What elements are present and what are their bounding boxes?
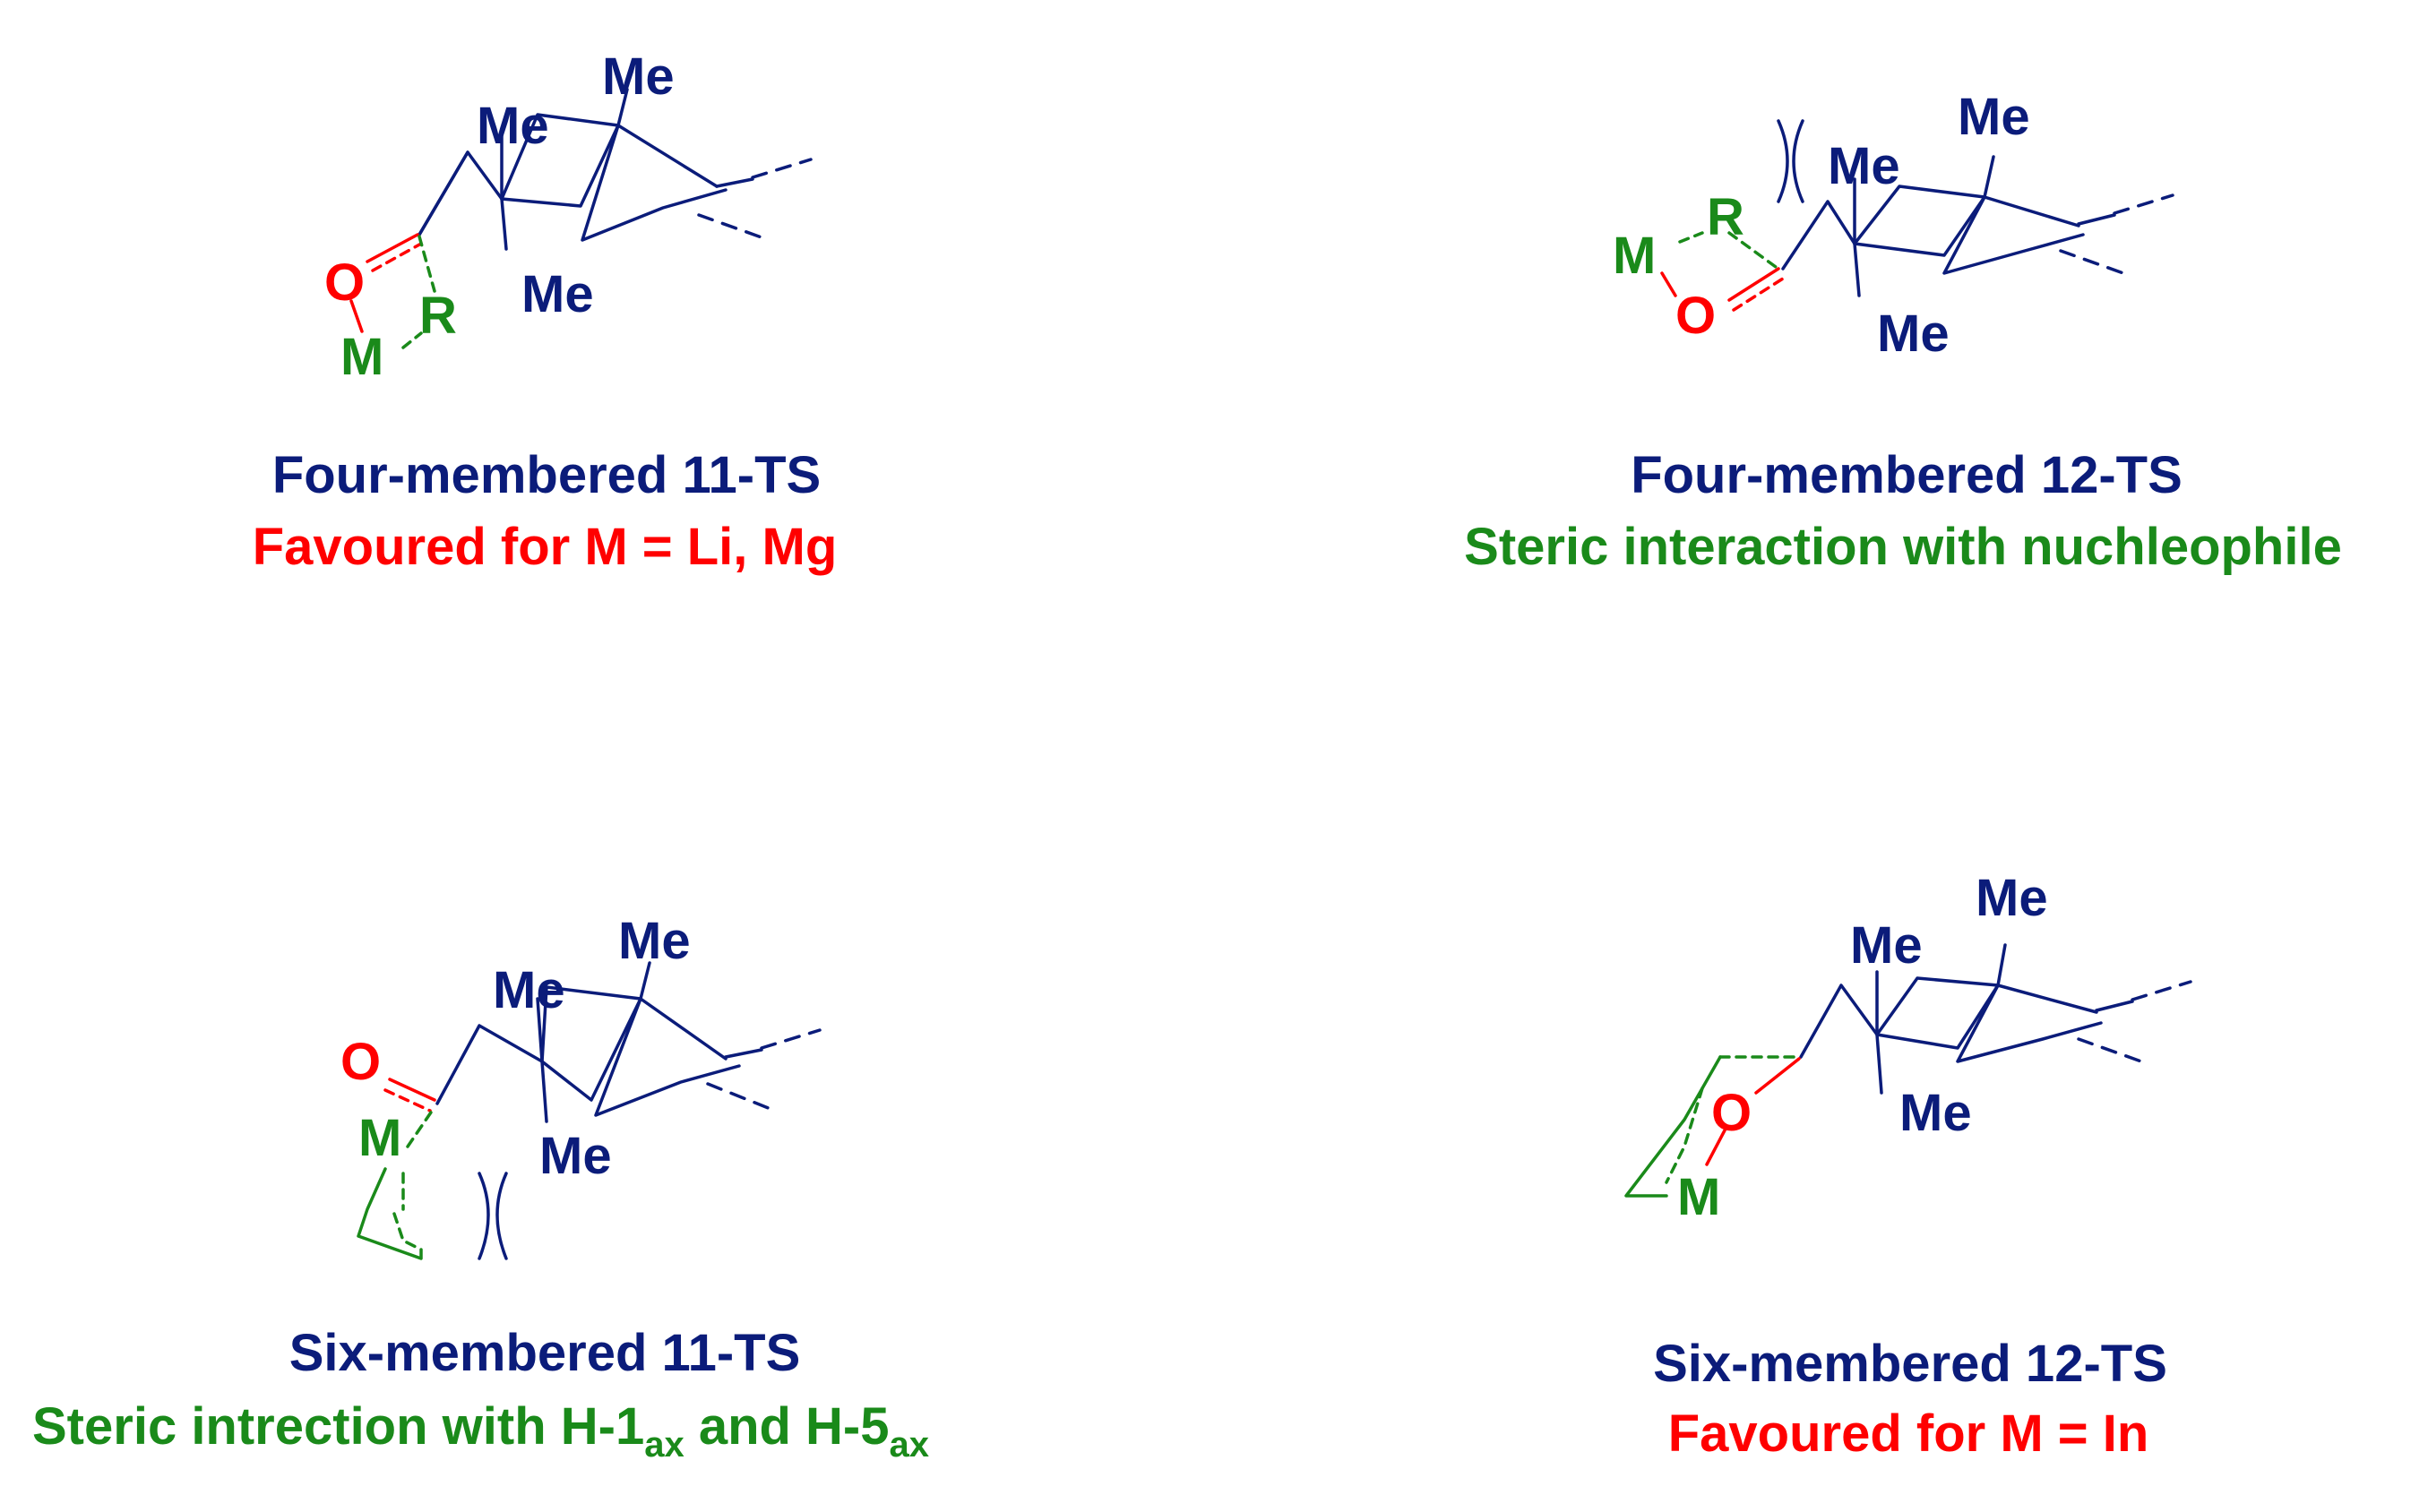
panel-six-membered-11-ts: Me Me Me O M Six-membered 11-TS Steric i… bbox=[32, 912, 929, 1465]
note-text: and H-5 bbox=[684, 1397, 890, 1456]
me-label: Me bbox=[618, 912, 691, 970]
me-label: Me bbox=[602, 47, 675, 106]
me-label: Me bbox=[493, 961, 565, 1019]
me-label: Me bbox=[521, 265, 594, 323]
note-subscript: ax bbox=[890, 1425, 930, 1465]
panel-title: Four-membered 11-TS bbox=[272, 446, 821, 504]
reacting-centre bbox=[1624, 1055, 1801, 1198]
me-label: Me bbox=[539, 1127, 612, 1185]
oxygen-label: O bbox=[1675, 287, 1716, 345]
panel-six-membered-12-ts: Me Me Me O M Six-membered 12-TS Favoured… bbox=[1624, 869, 2192, 1463]
panel-title: Six-membered 11-TS bbox=[289, 1324, 801, 1382]
panel-note: Favoured for M = Li, Mg bbox=[253, 518, 838, 576]
me-label: Me bbox=[477, 97, 549, 155]
me-label: Me bbox=[1877, 305, 1950, 363]
me-label: Me bbox=[1958, 88, 2030, 146]
reacting-centre bbox=[349, 233, 436, 349]
ring-top-bonds bbox=[616, 124, 719, 188]
metal-label: M bbox=[1677, 1168, 1720, 1226]
note-text: Steric intrection with H-1 bbox=[32, 1397, 644, 1456]
note-subscript: ax bbox=[644, 1425, 684, 1465]
metal-label: M bbox=[340, 328, 383, 386]
panel-four-membered-11-ts: Me Me Me O R M Four-membered 11-TS Favou… bbox=[253, 47, 838, 576]
me-label: Me bbox=[1850, 916, 1923, 975]
oxygen-label: O bbox=[1711, 1084, 1752, 1142]
steroid-skeleton bbox=[1799, 943, 2192, 1095]
reacting-centre bbox=[1660, 231, 1785, 312]
reacting-centre bbox=[357, 1078, 436, 1260]
oxygen-label: O bbox=[340, 1033, 381, 1091]
me-label: Me bbox=[1828, 137, 1900, 195]
panel-note: Favoured for M = In bbox=[1668, 1405, 2149, 1463]
r-label: R bbox=[419, 287, 457, 345]
panel-note: Steric intrection with H-1ax and H-5ax bbox=[32, 1397, 929, 1465]
steroid-skeleton bbox=[1777, 119, 2174, 297]
metal-label: M bbox=[1613, 227, 1656, 285]
steroid-skeleton bbox=[418, 88, 813, 251]
r-label: R bbox=[1707, 188, 1744, 246]
panel-note: Steric interaction with nuchleophile bbox=[1464, 518, 2342, 576]
panel-four-membered-12-ts: Me Me Me R M O Four-membered 12-TS Steri… bbox=[1464, 88, 2342, 576]
me-label: Me bbox=[1976, 869, 2048, 927]
panel-title: Six-membered 12-TS bbox=[1653, 1335, 2167, 1393]
panel-title: Four-membered 12-TS bbox=[1631, 446, 2183, 504]
ring-c-bonds bbox=[581, 124, 728, 242]
oxygen-label: O bbox=[324, 253, 365, 312]
ring-bonds bbox=[418, 150, 469, 236]
me-label: Me bbox=[1899, 1084, 1972, 1142]
metal-label: M bbox=[358, 1109, 401, 1167]
steroid-skeleton bbox=[435, 961, 822, 1260]
